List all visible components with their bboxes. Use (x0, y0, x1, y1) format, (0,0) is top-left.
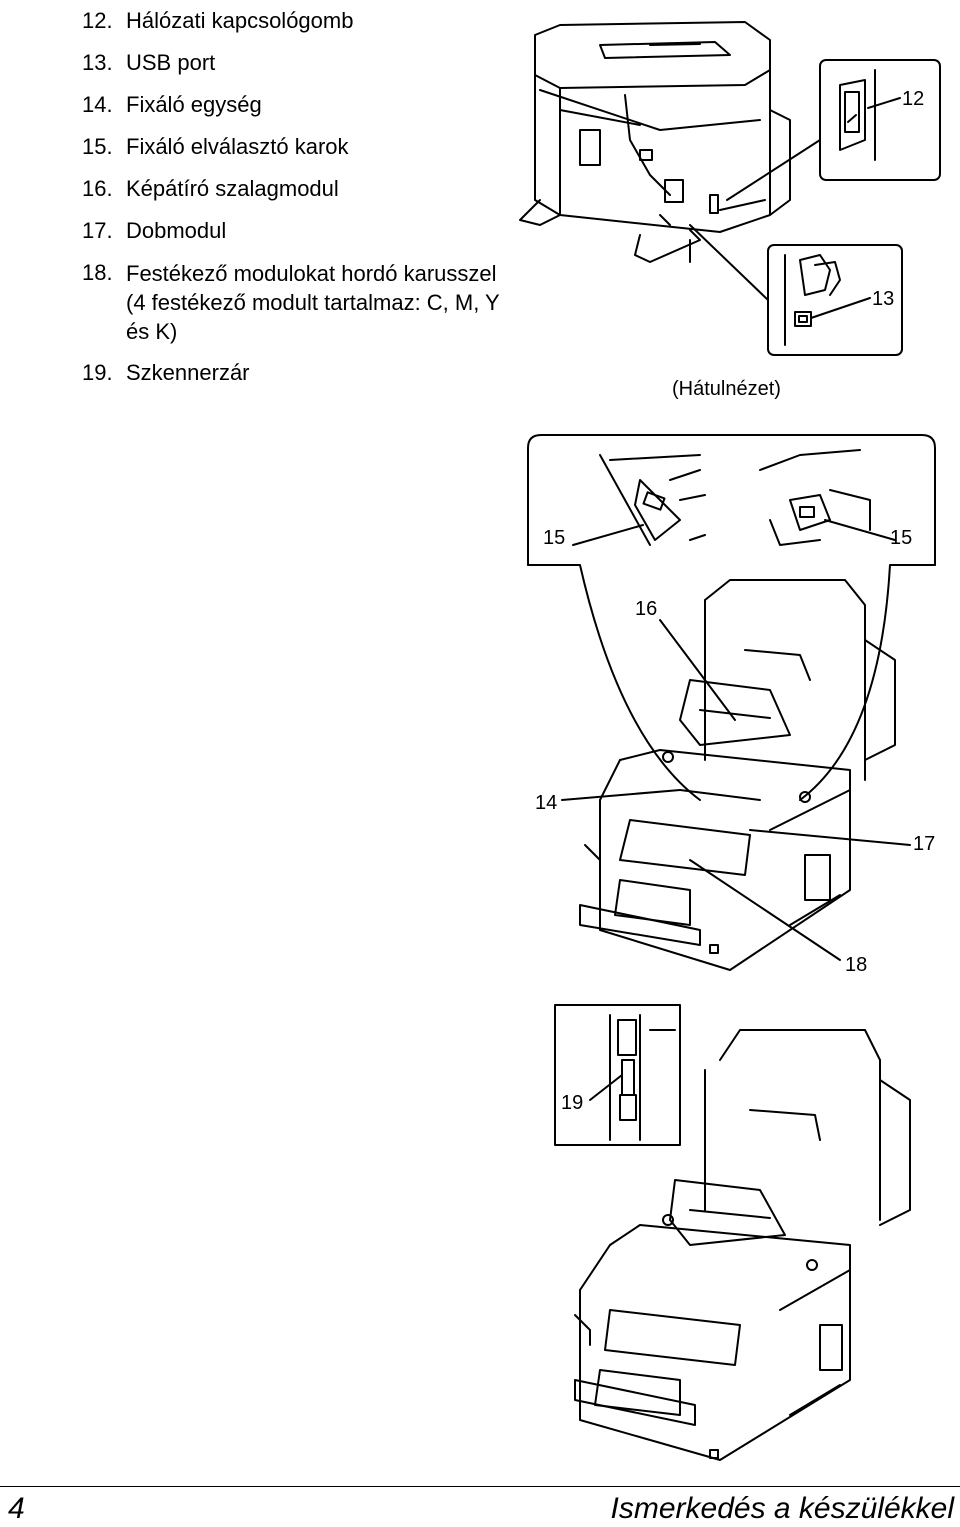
callout-18: 18 (845, 954, 868, 976)
legend-item-13: 13. USB port (82, 42, 502, 84)
callout-16: 16 (635, 598, 658, 620)
legend-number: 17. (82, 218, 113, 243)
inset-separator-levers (527, 434, 936, 801)
legend-item-18: 18. Festékező modulokat hordó karusszel … (82, 252, 502, 352)
legend-number: 16. (82, 176, 113, 201)
callout-15-left: 15 (543, 527, 566, 549)
legend-item-14: 14. Fixáló egység (82, 84, 502, 126)
page-number: 4 (8, 1492, 25, 1525)
legend-number: 18. (82, 260, 113, 285)
legend-text: Szkennerzár (126, 360, 250, 385)
legend-number: 12. (82, 8, 113, 33)
legend-text: Festékező modulokat hordó karusszel (4 f… (126, 261, 500, 344)
rear-view-printer (519, 21, 791, 263)
chapter-title: Ismerkedés a készülékkel (610, 1492, 954, 1525)
footer-rule (0, 1486, 960, 1487)
legend-text: Fixáló egység (126, 92, 262, 117)
legend-text: USB port (126, 50, 216, 75)
legend-number: 14. (82, 92, 113, 117)
callout-12: 12 (902, 88, 925, 110)
open-printer-middle (561, 579, 911, 971)
legend-text: Dobmodul (126, 218, 227, 243)
legend-item-17: 17. Dobmodul (82, 210, 502, 252)
legend-text: Fixáló elválasztó karok (126, 134, 349, 159)
legend-item-12: 12. Hálózati kapcsológomb (82, 0, 502, 42)
legend-list: 12. Hálózati kapcsológomb 13. USB port 1… (82, 0, 502, 394)
callout-17: 17 (913, 833, 936, 855)
legend-number: 15. (82, 134, 113, 159)
callout-15-right: 15 (890, 527, 913, 549)
legend-item-16: 16. Képátíró szalagmodul (82, 168, 502, 210)
legend-item-15: 15. Fixáló elválasztó karok (82, 126, 502, 168)
rear-view-caption: (Hátulnézet) (672, 378, 781, 400)
inset-usb-port (689, 224, 903, 356)
inset-scanner-lock (554, 1004, 681, 1146)
callout-13: 13 (872, 288, 895, 310)
inset-power-switch (726, 59, 941, 201)
legend-number: 19. (82, 360, 113, 385)
legend-text: Hálózati kapcsológomb (126, 8, 354, 33)
callout-14: 14 (535, 792, 558, 814)
legend-item-19: 19. Szkennerzár (82, 352, 502, 394)
open-printer-bottom (574, 1029, 911, 1461)
callout-19: 19 (561, 1092, 584, 1114)
legend-text: Képátíró szalagmodul (126, 176, 339, 201)
legend-number: 13. (82, 50, 113, 75)
